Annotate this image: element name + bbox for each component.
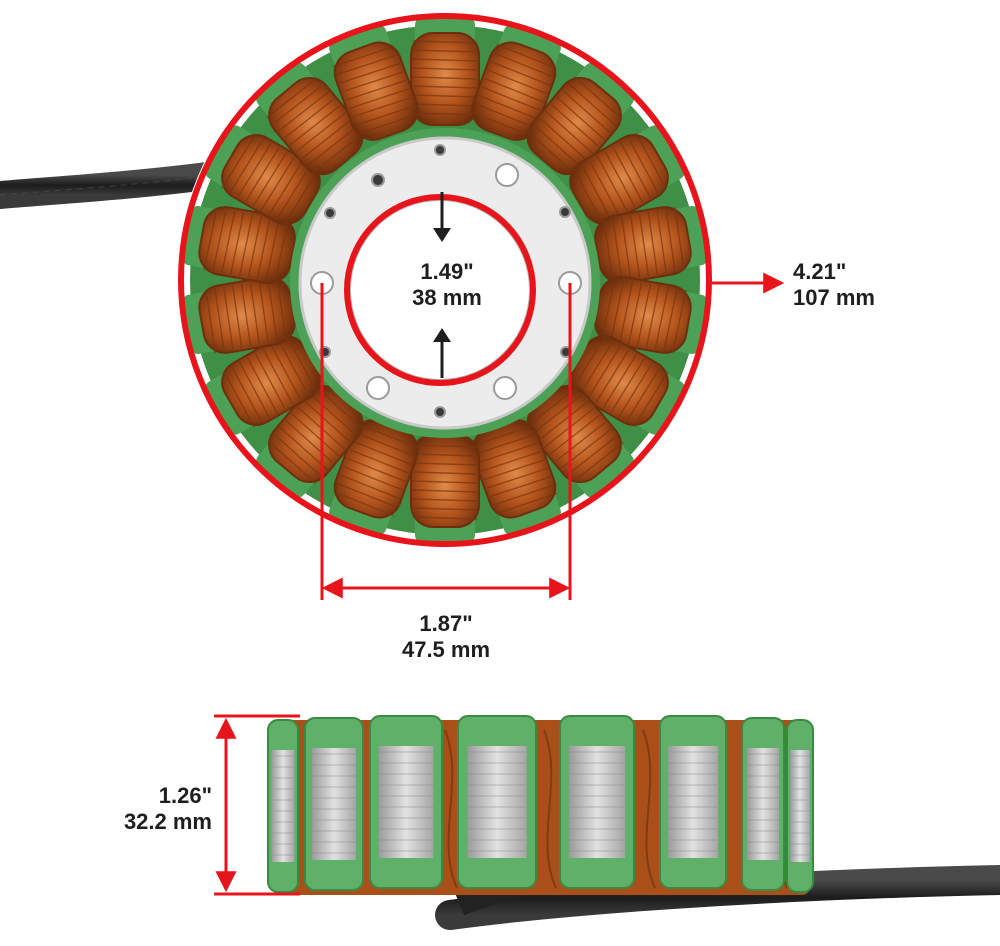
stator-top-view [0, 12, 785, 600]
outer-diameter-mm: 107 mm [793, 285, 875, 310]
mounting-hole [559, 206, 571, 218]
coil [594, 206, 708, 285]
inner-diameter-label: 1.49" 38 mm [412, 259, 482, 311]
mounting-hole [371, 173, 385, 187]
outer-diameter-label: 4.21" 107 mm [793, 259, 875, 311]
wire-harness-left [0, 161, 229, 209]
height-inch: 1.26" [158, 783, 212, 808]
coil [526, 384, 634, 498]
coil [410, 17, 480, 126]
mounting-hole [434, 406, 446, 418]
pole-shoe [369, 715, 443, 889]
coil [569, 125, 685, 226]
outer-diameter-inch: 4.21" [793, 259, 847, 284]
pole-shoe [304, 717, 364, 891]
coil [594, 275, 708, 354]
coil [182, 275, 296, 354]
pole-shoe [457, 715, 537, 889]
pole-shoe [741, 717, 785, 891]
coil [205, 125, 321, 225]
mounting-hole [434, 144, 446, 156]
stator-side-view [214, 714, 1000, 930]
mounting-hole [366, 376, 390, 400]
coil [182, 206, 296, 285]
coil [256, 384, 364, 498]
mounting-hole [493, 376, 517, 400]
coil [329, 419, 419, 536]
copper-coils [182, 17, 708, 543]
pole-shoe [267, 719, 299, 893]
bolt-spacing-mm: 47.5 mm [401, 637, 491, 662]
coil [256, 62, 364, 176]
bolt-spacing-inch: 1.87" [419, 611, 473, 636]
coil [410, 434, 480, 543]
coil [526, 62, 634, 176]
height-label: 1.26" 32.2 mm [90, 783, 212, 835]
outer-diameter-ring [178, 13, 712, 547]
bolt-spacing-label: 1.87" 47.5 mm [402, 611, 490, 663]
height-mm: 32.2 mm [123, 809, 212, 834]
coil [205, 334, 321, 435]
coil [471, 24, 561, 141]
pole-shoe [559, 715, 635, 889]
pole-shoe [659, 715, 727, 889]
mounting-hole [324, 207, 336, 219]
coil [329, 24, 419, 141]
coil [569, 335, 685, 435]
mounting-holes [310, 144, 582, 418]
mounting-hole [495, 163, 519, 187]
pole-shoe [786, 719, 814, 893]
inner-diameter-inch: 1.49" [420, 259, 474, 284]
inner-diameter-ring [344, 194, 536, 386]
coil [471, 419, 561, 536]
side-pole-shoes [267, 715, 814, 893]
inner-diameter-mm: 38 mm [412, 285, 482, 310]
